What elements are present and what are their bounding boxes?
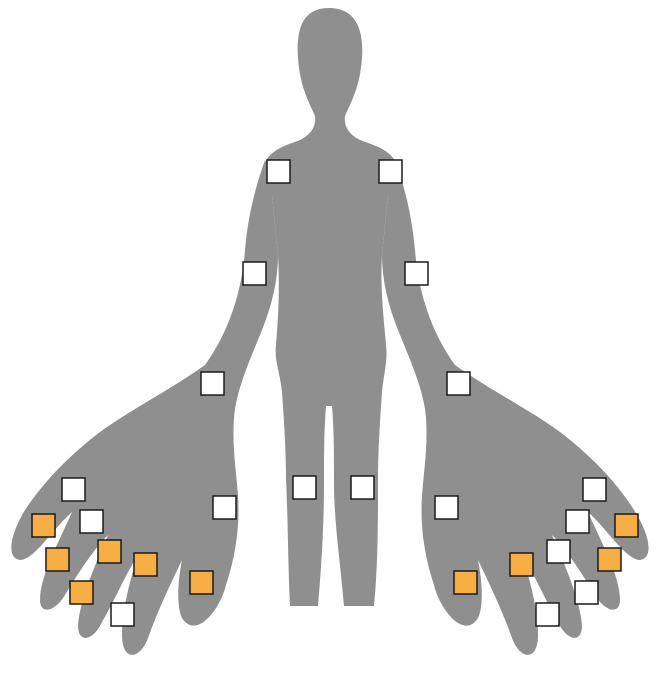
right-shoulder-marker[interactable] — [266, 159, 291, 184]
left-hand-pip-1-marker[interactable] — [614, 513, 639, 538]
left-hand-pip-2-marker[interactable] — [597, 547, 622, 572]
left-hand-mcp-1-marker[interactable] — [582, 477, 607, 502]
right-hand-pip-7-marker[interactable] — [110, 602, 135, 627]
left-knee-marker[interactable] — [350, 475, 375, 500]
right-hand-pip-3-marker[interactable] — [97, 539, 122, 564]
right-knee-marker[interactable] — [292, 475, 317, 500]
left-hand-mcp-3-marker[interactable] — [546, 539, 571, 564]
left-hand-pip-6-marker[interactable] — [535, 602, 560, 627]
left-arm-hand-silhouette — [382, 160, 649, 655]
right-hand-mcp-1-marker[interactable] — [61, 477, 86, 502]
left-hand-pip-3-marker[interactable] — [509, 552, 534, 577]
right-arm-hand-silhouette — [11, 160, 278, 655]
joint-markers — [31, 159, 639, 627]
right-wrist-marker[interactable] — [200, 371, 225, 396]
right-hand-pip-5-marker[interactable] — [69, 580, 94, 605]
left-hand-pip-5-marker[interactable] — [574, 580, 599, 605]
left-elbow-marker[interactable] — [404, 261, 429, 286]
left-hand-mcp-2-marker[interactable] — [565, 509, 590, 534]
right-hand-pip-1-marker[interactable] — [31, 513, 56, 538]
right-hand-pip-6-marker[interactable] — [189, 570, 214, 595]
left-wrist-marker[interactable] — [446, 371, 471, 396]
left-shoulder-marker[interactable] — [378, 159, 403, 184]
right-hand-pip-4-marker[interactable] — [133, 552, 158, 577]
right-elbow-marker[interactable] — [242, 261, 267, 286]
body-torso-silhouette — [263, 8, 398, 606]
right-hand-mcp-2-marker[interactable] — [79, 509, 104, 534]
left-thumb-base-marker[interactable] — [434, 495, 459, 520]
left-hand-pip-4-marker[interactable] — [453, 570, 478, 595]
right-thumb-base-marker[interactable] — [212, 495, 237, 520]
right-hand-pip-2-marker[interactable] — [45, 547, 70, 572]
